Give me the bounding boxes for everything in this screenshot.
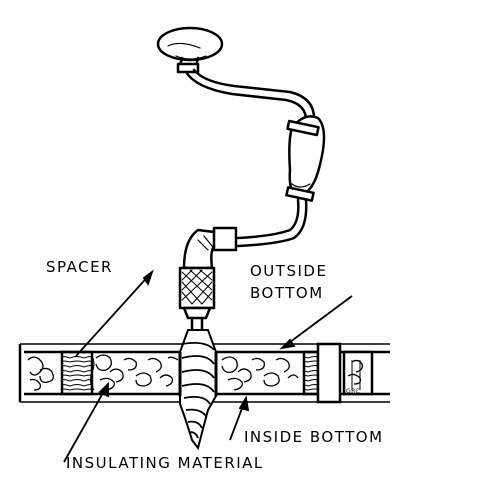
leader-lines xyxy=(63,269,353,463)
brace-tool xyxy=(156,26,326,332)
outside-bottom-label-line1: OUTSIDE xyxy=(250,262,328,280)
inside-bottom-label: INSIDE BOTTOM xyxy=(244,428,384,446)
brace-chuck xyxy=(178,266,216,310)
artist-signature: GRC xyxy=(346,388,361,395)
outside-bottom-label-line2: BOTTOM xyxy=(250,284,324,302)
auger-bit xyxy=(178,329,218,451)
spacer-label: SPACER xyxy=(46,258,113,276)
spacer-block xyxy=(60,350,94,396)
brace-handle-grip xyxy=(288,115,326,198)
brace-head-knob xyxy=(156,26,224,62)
insulating-material xyxy=(27,354,364,391)
insulating-material-label: INSULATING MATERIAL xyxy=(66,454,264,472)
